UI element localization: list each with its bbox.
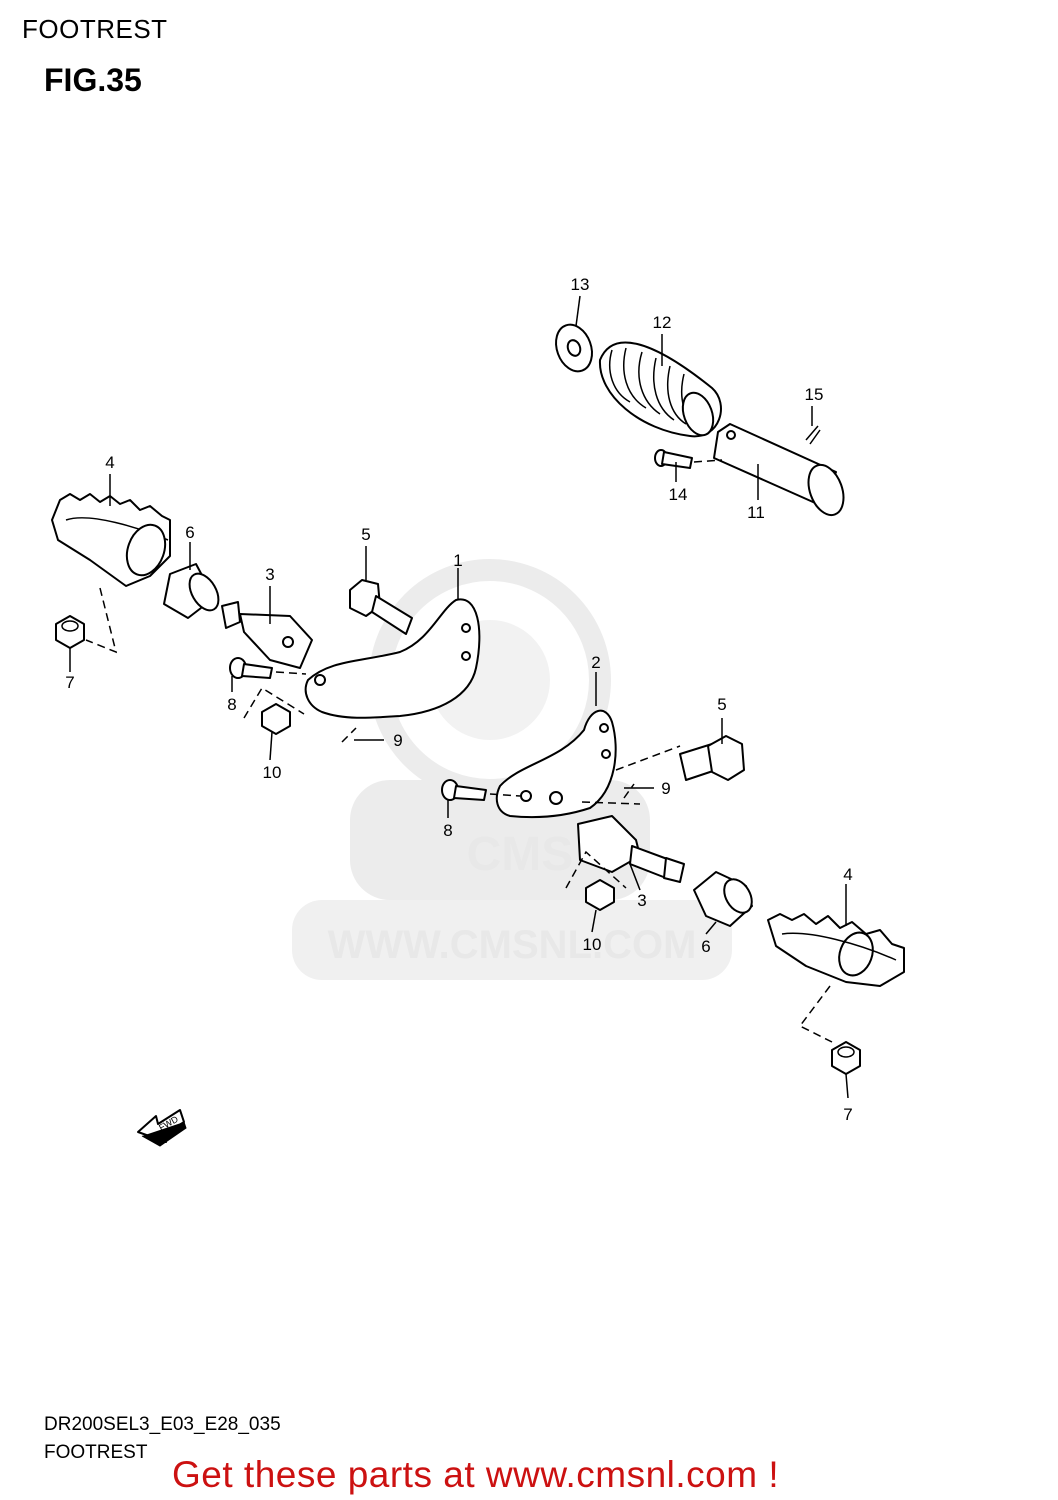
- callout-11: 11: [747, 503, 765, 522]
- callout-12: 12: [653, 313, 672, 332]
- nut-right-part: [831, 1041, 861, 1075]
- leader-line: [565, 850, 627, 889]
- leader-line: [798, 985, 833, 1043]
- callout-7-left: 7: [65, 673, 74, 692]
- callout-8-right: 8: [443, 821, 452, 840]
- header-title: FOOTREST: [22, 14, 168, 44]
- footrest-pin-part: [713, 423, 845, 517]
- bracket-left-part: [304, 598, 481, 719]
- callout-2: 2: [591, 653, 600, 672]
- callout-leaders: [69, 295, 849, 1099]
- callout-10-left: 10: [263, 763, 282, 782]
- callout-9-right: 9: [661, 779, 670, 798]
- footrest-rubber-part: [598, 341, 722, 438]
- bracket-right-part: [495, 709, 617, 819]
- leader-line: [615, 745, 681, 771]
- callout-3-left: 3: [265, 565, 274, 584]
- cta-link[interactable]: Get these parts at www.cmsnl.com !: [172, 1454, 780, 1495]
- footpeg-shaft-right-part: [577, 815, 685, 883]
- washer-part: [555, 323, 593, 373]
- callout-1: 1: [453, 551, 462, 570]
- leader-line: [581, 783, 641, 805]
- nut-right-10-part: [585, 879, 615, 911]
- callout-13: 13: [571, 275, 590, 294]
- bolt-right-8-part: [441, 779, 521, 801]
- callout-4-left: 4: [105, 453, 114, 472]
- callout-labels: 13 12 15 14 11 4 6 5 1 3 7 8 9 10 2 5 9 …: [65, 275, 852, 1124]
- callout-10-right: 10: [583, 935, 602, 954]
- callout-8-left: 8: [227, 695, 236, 714]
- bolt-part-14: [654, 449, 723, 469]
- callout-6-left: 6: [185, 523, 194, 542]
- leader-line: [85, 587, 118, 654]
- callout-3-right: 3: [637, 891, 646, 910]
- callout-6-right: 6: [701, 937, 710, 956]
- callout-4-right: 4: [843, 865, 852, 884]
- watermark-text: WWW.CMSNL.COM: [328, 923, 697, 967]
- leader-line: [243, 686, 357, 743]
- diagram-code: DR200SEL3_E03_E28_035: [44, 1414, 281, 1435]
- footpeg-left-part: [51, 493, 171, 587]
- callout-7-right: 7: [843, 1105, 852, 1124]
- callout-15: 15: [805, 385, 824, 404]
- fwd-arrow-icon: FWD: [137, 1109, 187, 1147]
- callout-9-left: 9: [393, 731, 402, 750]
- bolt-right-part: [679, 735, 745, 781]
- callout-5-right: 5: [717, 695, 726, 714]
- bolt-left-8-part: [229, 657, 307, 679]
- bushing-right-part: [693, 871, 753, 927]
- footpeg-right-part: [767, 913, 905, 987]
- nut-left-10-part: [261, 703, 291, 735]
- bolt-left-part: [349, 579, 413, 635]
- footpeg-shaft-left-part: [221, 601, 313, 669]
- figure-label: FIG.35: [44, 62, 142, 98]
- diagram-name: FOOTREST: [44, 1442, 148, 1463]
- cotter-pin-part: [805, 425, 821, 445]
- callout-5-left: 5: [361, 525, 370, 544]
- nut-left-part: [55, 615, 85, 649]
- callout-14: 14: [669, 485, 688, 504]
- watermark-logo: CMS: [467, 828, 574, 881]
- bushing-left-part: [163, 563, 220, 619]
